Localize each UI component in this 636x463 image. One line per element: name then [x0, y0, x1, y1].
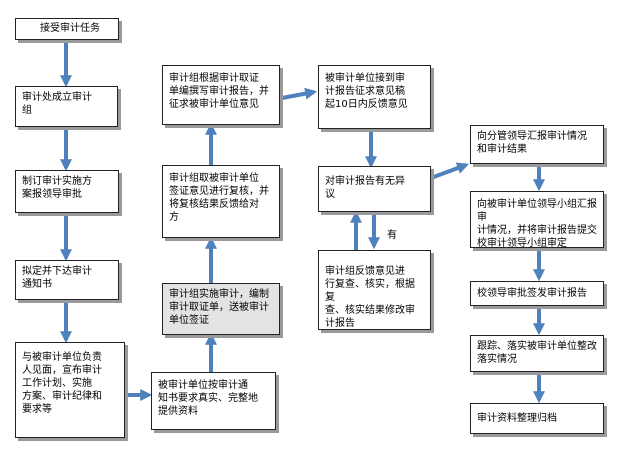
step-meet-leader: 与被审计单位负责 人见面，宣布审计 工作计划、实施 方案、审计纪律和 要求等: [15, 342, 125, 438]
step-recheck-revise: 审计组反馈意见进 行复查、核实，根据复 查、核实结果修改审 计报告: [318, 250, 431, 330]
arrow-d2-e1: [430, 162, 469, 180]
step-conduct-audit-label: 审计组实施审计，编制 审计取证单，送被审计 单位签证: [169, 289, 269, 326]
step-report-to-group: 向被审计单位领导小组汇报审 计情况，并将审计报告提交 校审计领导小组审定: [470, 191, 604, 249]
step-draft-report-label: 审计组根据审计取证 单编撰写审计报告，并 征求被审计单位意见: [169, 73, 269, 110]
step-provide-materials: 被审计单位按审计通 知书要求真实、完整地 提供资料: [151, 372, 276, 430]
step-issue-notice-label: 拟定并下达审计 通知书: [22, 266, 92, 290]
step-form-group: 审计处成立审计 组: [15, 86, 118, 127]
step-archive-label: 审计资料整理归档: [477, 413, 557, 424]
step-make-plan: 制订审计实施方 案报领导审批: [15, 170, 119, 213]
step-feedback-10-days-label: 被审计单位接到审 计报告征求意见稿 起10日内反馈意见: [325, 73, 408, 110]
step-track-rectification: 跟踪、落实被审计单位整改 落实情况: [470, 335, 604, 372]
step-accept-task: 接受审计任务: [15, 18, 119, 40]
step-recheck-revise-label: 审计组反馈意见进 行复查、核实，根据复 查、核实结果修改审 计报告: [325, 266, 415, 329]
arrow-c4-d1: [281, 87, 318, 100]
step-make-plan-label: 制订审计实施方 案报领导审批: [22, 176, 92, 200]
step-conduct-audit: 审计组实施审计，编制 审计取证单，送被审计 单位签证: [162, 283, 280, 335]
step-form-group-label: 审计处成立审计 组: [22, 92, 92, 116]
step-accept-task-label: 接受审计任务: [40, 23, 100, 34]
step-approve-report: 校领导审批签发审计报告: [470, 281, 604, 306]
step-review-confirm-label: 审计组取被审计单位 签证意见进行复核，并 将复核结果反馈给对 方: [169, 173, 269, 223]
step-archive: 审计资料整理归档: [470, 403, 604, 434]
step-track-rectification-label: 跟踪、落实被审计单位整改 落实情况: [477, 341, 597, 365]
step-meet-leader-label: 与被审计单位负责 人见面，宣布审计 工作计划、实施 方案、审计纪律和 要求等: [22, 352, 102, 415]
step-draft-report: 审计组根据审计取证 单编撰写审计报告，并 征求被审计单位意见: [162, 65, 280, 125]
objection-yes-label: 有: [387, 230, 397, 241]
step-any-objection: 对审计报告有无异 议: [318, 166, 431, 212]
step-feedback-10-days: 被审计单位接到审 计报告征求意见稿 起10日内反馈意见: [318, 65, 431, 129]
step-report-to-group-label: 向被审计单位领导小组汇报审 计情况，并将审计报告提交 校审计领导小组审定: [477, 199, 597, 249]
step-approve-report-label: 校领导审批签发审计报告: [477, 288, 587, 299]
step-report-to-leader: 向分管领导汇报审计情况 和审计结果: [470, 125, 604, 164]
step-review-confirm: 审计组取被审计单位 签证意见进行复核，并 将复核结果反馈给对 方: [162, 165, 280, 238]
step-any-objection-label: 对审计报告有无异 议: [325, 176, 405, 200]
step-provide-materials-label: 被审计单位按审计通 知书要求真实、完整地 提供资料: [158, 380, 258, 417]
step-issue-notice: 拟定并下达审计 通知书: [15, 260, 119, 300]
step-report-to-leader-label: 向分管领导汇报审计情况 和审计结果: [477, 131, 587, 155]
